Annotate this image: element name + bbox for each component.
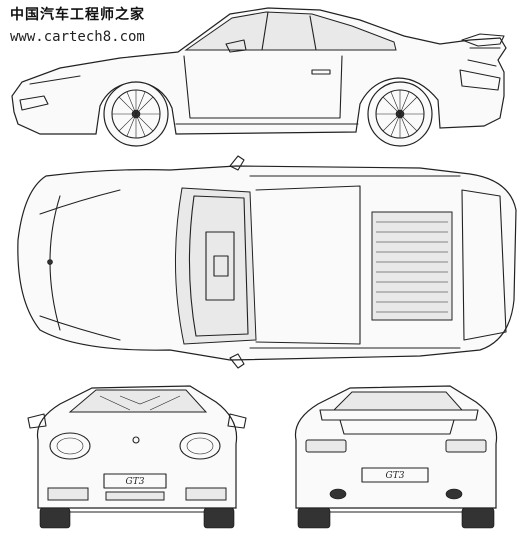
watermark-title: 中国汽车工程师之家 (10, 7, 145, 23)
front-view: GT3 (27, 385, 247, 529)
rear-view: GT3 (294, 385, 498, 529)
rear-plate-text: GT3 (386, 471, 405, 481)
top-view (17, 155, 517, 369)
side-view (11, 7, 507, 147)
watermark-url: www.cartech8.com (10, 29, 145, 45)
front-plate-text: GT3 (126, 477, 145, 487)
